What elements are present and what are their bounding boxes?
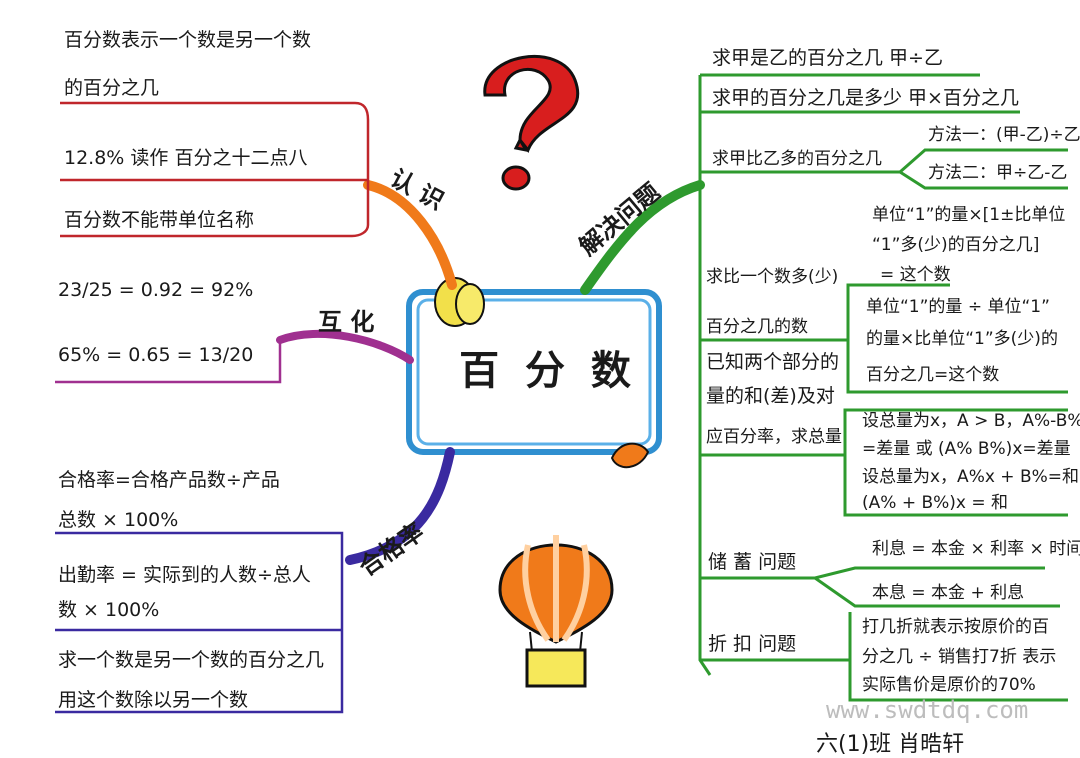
branch-label-conversion: 互 化 — [318, 308, 375, 336]
solving-item-25: 打几折就表示按原价的百 — [862, 617, 1049, 637]
solving-item-5: 方法二：甲÷乙-乙 — [928, 163, 1068, 183]
rate-item-1: 合格率=合格产品数÷产品 — [58, 469, 280, 491]
recognition-item-3: 12.8% 读作 百分之十二点八 — [64, 147, 308, 169]
solving-item-3: 求甲比乙多的百分之几 — [712, 149, 882, 169]
rate-item-5: 求一个数是另一个数的百分之几 — [58, 649, 325, 671]
solving-item-21: 储 蓄 问题 — [708, 551, 797, 573]
solving-item-27: 实际售价是原价的70% — [862, 675, 1036, 695]
solving-item-15: 量的和(差)及对 — [706, 385, 835, 407]
solving-item-18: =差量 或 (A% B%)x=差量 — [862, 439, 1071, 459]
solving-item-4: 方法一：(甲-乙)÷乙 — [928, 125, 1080, 145]
solving-item-11: 单位“1”的量 ÷ 单位“1” — [866, 297, 1050, 317]
solving-item-12: 的量×比单位“1”多(少)的 — [866, 329, 1058, 349]
solving-item-16: 应百分率，求总量 — [706, 427, 842, 447]
solving-item-26: 分之几 ÷ 销售打7折 表示 — [862, 647, 1057, 667]
solving-item-20: (A% + B%)x = 和 — [862, 493, 1009, 513]
solving-item-17: 设总量为x，A > B，A%-B% — [862, 411, 1080, 431]
solving-item-8: 单位“1”的量×[1±比单位 — [872, 205, 1066, 225]
rate-item-3: 出勤率 = 实际到的人数÷总人 — [58, 564, 311, 586]
conversion-item-2: 65% = 0.65 = 13/20 — [58, 344, 254, 366]
solving-item-24: 折 扣 问题 — [708, 633, 797, 655]
conversion-item-1: 23/25 = 0.92 = 92% — [58, 279, 254, 301]
hot-air-balloon-icon — [498, 535, 614, 688]
signature: 六(1)班 肖晧轩 — [816, 732, 965, 757]
solving-item-19: 设总量为x，A%x + B%=和或 — [862, 467, 1080, 487]
recognition-item-4: 百分数不能带单位名称 — [64, 209, 255, 231]
rate-item-4: 数 × 100% — [58, 599, 160, 621]
recognition-item-2: 的百分之几 — [64, 77, 160, 99]
solving-item-22: 利息 = 本金 × 利率 × 时间 — [872, 539, 1080, 559]
solving-item-2: 求甲的百分之几是多少 甲×百分之几 — [712, 87, 1019, 109]
recognition-item-1: 百分数表示一个数是另一个数 — [64, 29, 312, 51]
solving-item-9: “1”多(少)的百分之几] — [872, 235, 1040, 255]
rate-item-6: 用这个数除以另一个数 — [58, 689, 249, 711]
center-frame — [406, 289, 662, 455]
solving-item-10: = 这个数 — [880, 265, 951, 285]
solving-item-7: 百分之几的数 — [706, 317, 808, 337]
watermark: www.swdtdq.com — [826, 696, 1029, 724]
solving-item-14: 已知两个部分的 — [706, 351, 840, 373]
rate-item-2: 总数 × 100% — [58, 509, 179, 531]
solving-item-1: 求甲是乙的百分之几 甲÷乙 — [712, 47, 943, 69]
solving-item-6: 求比一个数多(少) — [706, 267, 839, 287]
center-title: 百 分 数 — [459, 348, 637, 394]
solving-item-13: 百分之几=这个数 — [866, 365, 1000, 385]
question-mark-icon — [483, 55, 580, 191]
solving-item-23: 本息 = 本金 + 利息 — [872, 583, 1025, 603]
